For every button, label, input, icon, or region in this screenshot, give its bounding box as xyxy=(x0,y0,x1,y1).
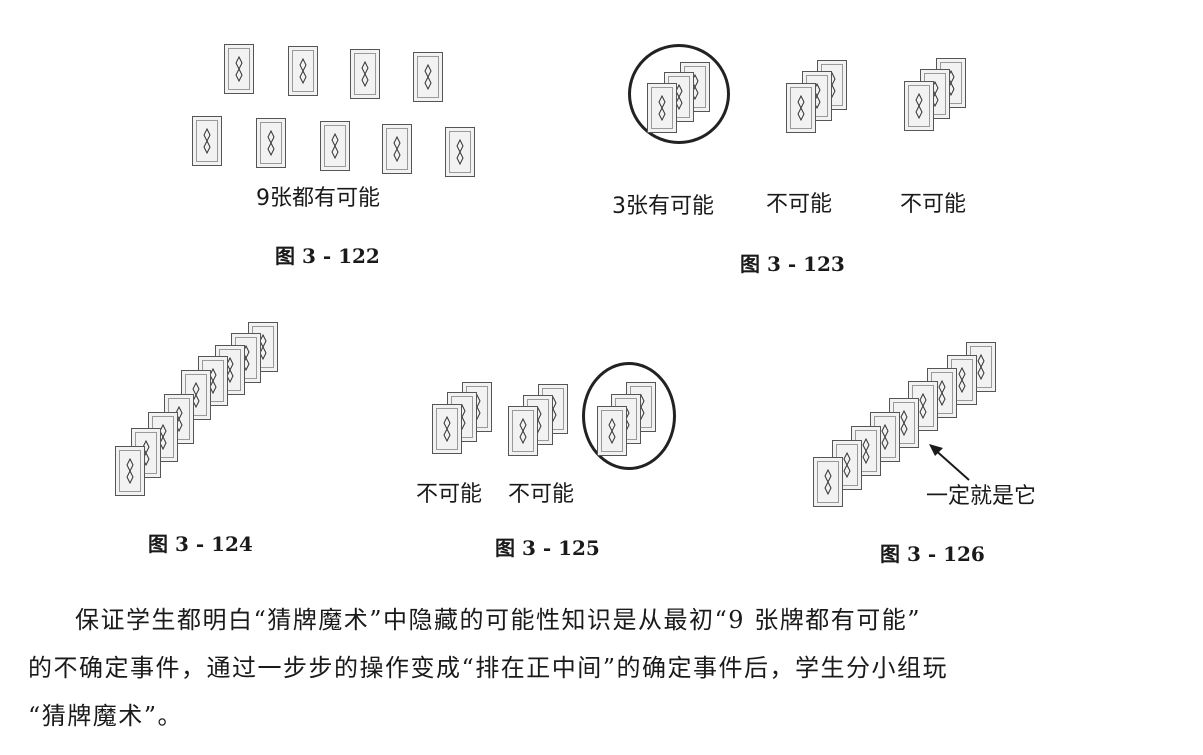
figure-label: 3张有可能 xyxy=(612,194,714,219)
body-paragraph-line-2: 的不确定事件，通过一步步的操作变成“排在正中间”的确定事件后，学生分小组玩 xyxy=(28,654,949,682)
diamond-pip-icon xyxy=(331,133,339,159)
playing-card xyxy=(224,44,254,94)
figure-3-125: 不可能 不可能 图 3 - 125 xyxy=(0,300,800,560)
diamond-pip-icon xyxy=(361,61,369,87)
playing-card xyxy=(288,46,318,96)
diamond-pip-icon xyxy=(824,469,832,495)
diamond-pip-icon xyxy=(443,416,451,442)
diamond-pip-icon xyxy=(658,95,666,121)
playing-card xyxy=(115,446,145,496)
figure-label: 不可能 xyxy=(508,482,575,507)
diamond-pip-icon xyxy=(203,128,211,154)
diamond-pip-icon xyxy=(608,418,616,444)
figure-caption: 图 3 - 122 xyxy=(275,244,380,268)
highlight-circle xyxy=(628,44,730,144)
diamond-pip-icon xyxy=(862,438,870,464)
figure-caption: 图 3 - 124 xyxy=(148,532,253,556)
figure-label: 9张都有可能 xyxy=(256,186,380,211)
figure-3-122: 9张都有可能 图 3 - 122 xyxy=(0,0,480,280)
pointer-arrow xyxy=(929,444,970,481)
diamond-pip-icon xyxy=(915,93,923,119)
diamond-pip-icon xyxy=(259,334,267,360)
figure-3-124: 图 3 - 124 xyxy=(0,300,400,560)
diamond-pip-icon xyxy=(900,410,908,436)
diamond-pip-icon xyxy=(958,367,966,393)
figure-3-123: 3张有可能 不可能 不可能 图 3 - 123 xyxy=(0,0,1203,280)
diamond-pip-icon xyxy=(267,130,275,156)
diamond-pip-icon xyxy=(456,139,464,165)
playing-card xyxy=(413,52,443,102)
figure-label: 不可能 xyxy=(900,192,967,217)
diamond-pip-icon xyxy=(393,136,401,162)
playing-card xyxy=(813,457,843,507)
diamond-pip-icon xyxy=(797,95,805,121)
playing-card xyxy=(597,406,627,456)
diamond-pip-icon xyxy=(126,458,134,484)
diamond-pip-icon xyxy=(192,382,200,408)
body-paragraph-line-3: “猜牌魔术”。 xyxy=(28,702,184,730)
playing-card xyxy=(432,404,462,454)
figure-caption: 图 3 - 125 xyxy=(495,536,600,560)
figure-caption: 图 3 - 126 xyxy=(880,542,985,566)
diamond-pip-icon xyxy=(977,354,985,380)
highlight-circle xyxy=(582,362,676,470)
annotation-label: 一定就是它 xyxy=(926,484,1037,509)
playing-card xyxy=(786,83,816,133)
diamond-pip-icon xyxy=(226,357,234,383)
playing-card xyxy=(508,406,538,456)
diamond-pip-icon xyxy=(209,368,217,394)
figure-caption: 图 3 - 123 xyxy=(740,252,845,276)
diamond-pip-icon xyxy=(519,418,527,444)
playing-card xyxy=(445,127,475,177)
playing-card xyxy=(256,118,286,168)
diamond-pip-icon xyxy=(919,393,927,419)
diamond-pip-icon xyxy=(881,424,889,450)
body-paragraph-line-1: 保证学生都明白“猜牌魔术”中隐藏的可能性知识是从最初“9 张牌都有可能” xyxy=(75,606,921,634)
diamond-pip-icon xyxy=(938,380,946,406)
figure-label: 不可能 xyxy=(766,192,833,217)
playing-card xyxy=(647,83,677,133)
playing-card xyxy=(382,124,412,174)
diamond-pip-icon xyxy=(159,424,167,450)
diamond-pip-icon xyxy=(843,452,851,478)
playing-card xyxy=(350,49,380,99)
playing-card xyxy=(320,121,350,171)
diamond-pip-icon xyxy=(675,84,683,110)
figure-3-126: 一定就是它 图 3 - 126 xyxy=(0,300,1203,570)
playing-card xyxy=(904,81,934,131)
playing-card xyxy=(192,116,222,166)
figure-label: 不可能 xyxy=(416,482,483,507)
diamond-pip-icon xyxy=(235,56,243,82)
diamond-pip-icon xyxy=(299,58,307,84)
diamond-pip-icon xyxy=(424,64,432,90)
